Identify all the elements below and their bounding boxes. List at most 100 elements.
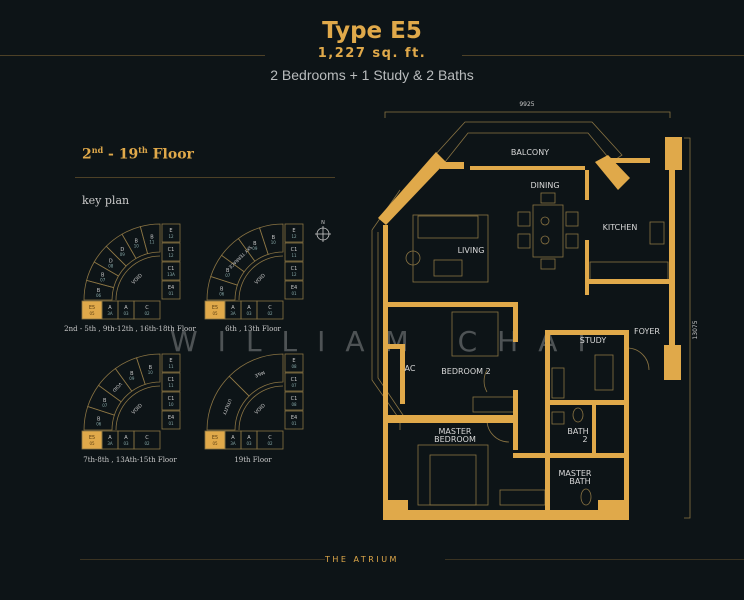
unit-number: 06 — [96, 293, 102, 298]
unit-number: 09 — [129, 376, 135, 381]
study-desk — [594, 354, 614, 391]
unit-label: C — [268, 435, 272, 441]
key-plan-column-unit — [161, 391, 181, 411]
unit-number: 11 — [149, 240, 155, 245]
unit-number: 11 — [168, 364, 174, 369]
key-plan-caption: 7th-8th , 13Ath-15th Floor — [83, 456, 177, 464]
key-plan-arc-unit — [259, 223, 284, 255]
unit-number: 05 — [212, 311, 218, 316]
coffee-table — [433, 259, 463, 277]
unit-number: 02 — [144, 311, 150, 316]
room-label-master-bedroom-line1: MASTER — [439, 427, 472, 436]
unit-label: D — [109, 258, 113, 264]
unit-number: 10 — [168, 402, 174, 407]
key-plan-caption: 19th Floor — [234, 456, 272, 464]
unit-label: M&E — [254, 369, 266, 379]
unit-label: C1 — [168, 396, 175, 402]
key-plan-column-unit — [161, 353, 181, 373]
unit-number: 12 — [291, 234, 297, 239]
compass-north-label: N — [321, 220, 325, 226]
unit-number: 3A — [107, 311, 113, 316]
unit-label: B — [149, 365, 153, 371]
unit-number: 3A — [230, 441, 236, 446]
room-label-master-bath-line1: MASTER — [559, 469, 592, 478]
width-dimension-line — [384, 111, 671, 118]
unit-area: 1,227 sq. ft. — [317, 46, 427, 61]
unit-label: E5 — [212, 305, 218, 311]
unit-label: B — [150, 235, 154, 241]
key-plan-arc-unit — [139, 223, 161, 255]
unit-label: A — [124, 435, 128, 441]
key-plan-column-unit — [161, 223, 181, 243]
unit-number: 03 — [246, 441, 252, 446]
width-dimension: 9925 — [519, 101, 534, 108]
unit-label: B — [226, 268, 230, 274]
unit-label: E5 — [89, 435, 95, 441]
key-plan-bottom-unit — [256, 300, 284, 320]
key-plan-column-unit — [284, 242, 304, 262]
key-plan-bottom-unit — [256, 430, 284, 450]
unit-number: 06 — [219, 291, 225, 296]
master-bed — [417, 444, 489, 506]
void-edge — [115, 255, 161, 301]
room-label-bath-2-line2: 2 — [582, 435, 587, 444]
study-shelf — [551, 367, 565, 399]
unit-label: A — [108, 435, 112, 441]
unit-number: 05 — [212, 441, 218, 446]
dining-table — [532, 204, 564, 258]
stove — [649, 221, 665, 245]
floor-suffix: Floor — [147, 146, 194, 163]
unit-number: 03 — [246, 311, 252, 316]
key-plan-arc-unit — [136, 353, 161, 385]
unit-number: 07 — [102, 403, 108, 408]
floor-to: 19 — [118, 146, 139, 163]
key-plan-column-unit — [284, 353, 304, 373]
key-plan-caption: 6th , 13th Floor — [225, 325, 281, 333]
bed-2 — [451, 311, 499, 357]
key-plan-column-unit — [161, 372, 181, 392]
unit-number: 07 — [100, 277, 106, 282]
floor-from: 2 — [82, 146, 92, 163]
key-plan-label: key plan — [82, 194, 130, 207]
walls — [378, 137, 682, 520]
room-label-bath-2-line1: BATH — [567, 427, 588, 436]
unit-number: 06 — [96, 421, 102, 426]
key-plan-column-unit — [284, 391, 304, 411]
project-name-footer: THE ATRIUM — [325, 555, 399, 564]
key-plan-column-unit — [161, 242, 181, 262]
floor-sep: - — [103, 146, 119, 163]
unit-label: B — [220, 286, 224, 292]
toilet-bath2 — [572, 407, 584, 423]
key-plan-bottom-unit — [133, 430, 161, 450]
unit-number: 3A — [230, 311, 236, 316]
unit-label: B — [97, 416, 101, 422]
unit-label: B — [130, 371, 134, 377]
unit-label: E — [292, 228, 295, 234]
unit-label: A — [108, 305, 112, 311]
unit-number: 02 — [267, 441, 273, 446]
depth-dimension-line — [684, 137, 691, 519]
key-plan-column-unit — [161, 261, 181, 281]
room-label-bedroom-2: BEDROOM 2 — [441, 367, 490, 376]
unit-number: 03 — [123, 311, 129, 316]
bedroom2-door-swing — [483, 369, 488, 393]
unit-label: E4 — [291, 415, 297, 421]
unit-number: 10 — [148, 370, 154, 375]
floor-from-sup: nd — [91, 145, 104, 155]
header-rule-left — [0, 55, 265, 56]
unit-number: 01 — [168, 291, 174, 296]
unit-number: 02 — [267, 311, 273, 316]
unit-number: 11 — [291, 253, 297, 258]
unit-number: 01 — [291, 421, 297, 426]
unit-label: C1 — [291, 266, 298, 272]
room-label-ac: AC — [405, 364, 416, 373]
key-plan-column-unit — [284, 280, 304, 300]
unit-number: 13A — [167, 272, 175, 277]
unit-label: E5 — [89, 305, 95, 311]
unit-label: A — [231, 305, 235, 311]
toilet-master-bath — [580, 488, 592, 506]
unit-number: 12 — [168, 253, 174, 258]
